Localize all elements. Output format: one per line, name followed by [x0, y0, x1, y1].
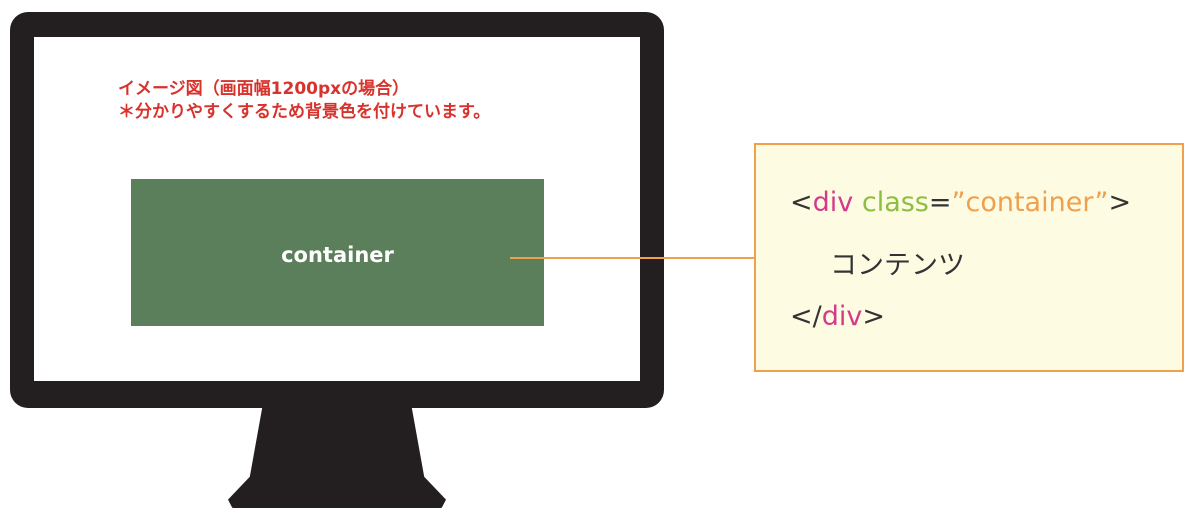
connector-line	[510, 257, 754, 259]
code-line-content: コンテンツ	[830, 250, 965, 281]
code-tag-open: div	[812, 187, 854, 218]
container-label: container	[281, 242, 394, 267]
code-close-gt: >	[862, 301, 885, 332]
code-snippet-box: <div class=”container”> コンテンツ </div>	[754, 143, 1184, 372]
code-close-lt: </	[790, 301, 822, 332]
code-attr-name: class	[861, 187, 929, 218]
code-gt: >	[1108, 187, 1132, 218]
image-caption: イメージ図（画面幅1200pxの場合） ＊分かりやすくするため背景色を付けていま…	[118, 78, 490, 124]
code-line-open-tag: <div class=”container”>	[790, 187, 1131, 218]
container-block: container	[131, 179, 544, 326]
code-line-close-tag: </div>	[790, 301, 885, 332]
monitor-stand	[228, 404, 446, 508]
code-equals: =	[928, 187, 952, 218]
code-space	[853, 187, 862, 218]
caption-line-2: ＊分かりやすくするため背景色を付けています。	[118, 102, 491, 122]
code-tag-close: div	[821, 301, 863, 332]
code-lt: <	[790, 187, 813, 218]
caption-line-1: イメージ図（画面幅1200pxの場合）	[118, 79, 410, 99]
code-attr-value: ”container”	[951, 187, 1109, 218]
